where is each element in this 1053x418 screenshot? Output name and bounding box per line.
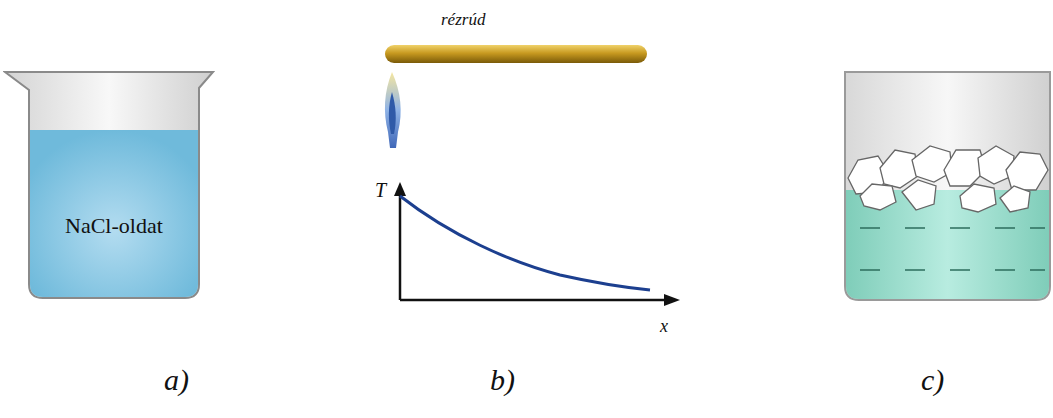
solution-label: NaCl-oldat [65, 213, 163, 239]
axis-label: T [375, 179, 386, 202]
beaker: NaCl-oldat [3, 66, 217, 302]
rod-label: rézrúd [441, 10, 485, 30]
panel-label: b) [490, 363, 515, 397]
axis-arrow [394, 182, 406, 196]
flame [385, 72, 401, 148]
panel-label: a) [164, 363, 189, 397]
axis-arrow [664, 294, 680, 306]
beaker-glass [845, 72, 1050, 300]
axis-x [400, 299, 672, 302]
ice-cubes [848, 146, 1048, 212]
water-dashes [860, 228, 1045, 270]
copper-rod [385, 45, 647, 63]
axis-label: x [660, 316, 668, 337]
panel-label: c) [921, 363, 944, 397]
beaker-outline [3, 66, 217, 302]
flame-core [389, 92, 396, 134]
temperature-curve [400, 196, 650, 290]
axis-t [399, 188, 402, 300]
